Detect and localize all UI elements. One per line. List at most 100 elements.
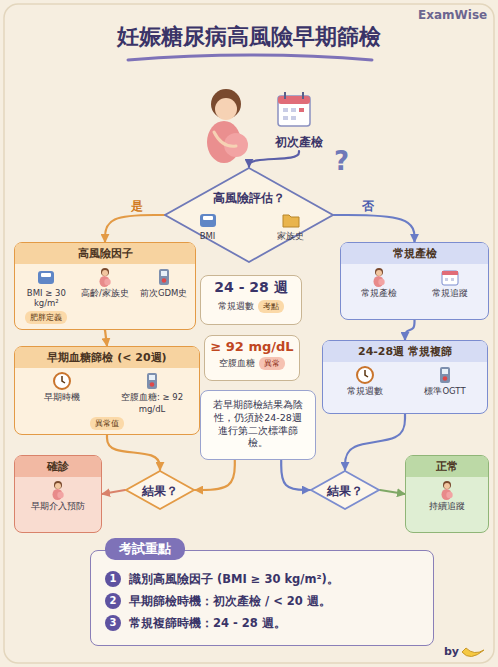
woman-icon <box>437 480 457 500</box>
text-cell: 早期時機 <box>19 371 105 404</box>
node-content: 高風險因子BMI ≥ 30 kg/m²高齡/家族史前次GDM史肥胖定義 <box>15 243 195 328</box>
text-cell: 家族史 <box>251 210 330 243</box>
scale-icon-part <box>41 273 51 277</box>
woman-icon-part <box>55 483 61 489</box>
node-text: 24 - 28 週 <box>214 279 287 297</box>
text-row: 早期介入預防 <box>15 480 101 513</box>
flow-arrow <box>249 151 299 167</box>
woman-icon <box>95 267 115 287</box>
drop-icon-part <box>442 369 448 374</box>
node-text: 結果？ <box>327 483 363 500</box>
calendar-ring <box>284 92 286 99</box>
flow-arrow <box>102 490 125 494</box>
text-row: 異常值 <box>15 417 199 430</box>
text-cell: 3 <box>105 615 121 631</box>
text-cell: 結果？ <box>142 483 178 500</box>
node-text: 前次GDM史 <box>140 288 187 300</box>
text-cell: 識別高風險因子 (BMI ≥ 30 kg/m²)。 <box>129 572 339 587</box>
flow-arrow <box>105 215 164 242</box>
doc-icon <box>281 210 301 230</box>
drop-icon-part <box>440 367 450 383</box>
flow-arrow <box>105 330 107 346</box>
woman-icon <box>48 480 68 500</box>
text-cell: 持續追蹤 <box>429 480 465 513</box>
glucose-box: ≥ 92 mg/dL 空腹血糖異常 <box>204 335 300 381</box>
callout-number: 1 <box>105 571 121 587</box>
box-heading: 24-28週 常規複篩 <box>358 344 452 359</box>
woman-hair <box>211 89 241 119</box>
box-heading: 確診 <box>47 459 69 474</box>
clock-icon-part <box>365 370 368 377</box>
text-cell: 異常 <box>259 357 285 370</box>
woman-icon <box>369 267 389 287</box>
title-underline <box>128 55 372 60</box>
flow-arrow <box>334 215 415 242</box>
node-content: 若早期篩檢結果為陰性，仍須於24-28週進行第二次標準篩檢。 <box>201 391 315 459</box>
text-cell: 2 <box>105 593 121 609</box>
text-row: 常規產檢 <box>341 243 488 264</box>
text-row: 高風險因子 <box>15 243 195 264</box>
cal-icon-part <box>451 278 454 281</box>
text-row: 空腹血糖異常 <box>205 357 299 370</box>
callout-number: 3 <box>105 615 121 631</box>
node-content: 確診早期介入預防 <box>15 456 101 517</box>
text-cell: 空腹血糖: ≥ 92 mg/dL <box>109 371 195 414</box>
box-heading: 早期血糖篩檢 (< 20週) <box>47 350 166 365</box>
text-cell: 正常 <box>436 459 458 474</box>
node-text: 常規週數 <box>347 386 383 398</box>
node-text: 常規週數 <box>218 301 254 313</box>
drop-icon <box>142 371 162 391</box>
text-cell: 24 - 28 週 <box>214 279 287 297</box>
text-row: 早期血糖篩檢 (< 20週) <box>15 347 199 368</box>
text-row: 常規週數 標準OGTT <box>323 365 487 398</box>
text-row: 結果？ <box>125 483 195 500</box>
flow-arrow <box>345 414 405 470</box>
node-text: BMI <box>200 231 216 241</box>
text-cell: 高風險因子 <box>78 246 133 261</box>
node-text: BMI ≥ 30 kg/m² <box>19 288 74 308</box>
node-content: 正常持續追蹤 <box>406 456 488 517</box>
node-content: 結果？ <box>125 470 195 510</box>
node-text: 若早期篩檢結果為陰性，仍須於24-28週進行第二次標準篩檢。 <box>205 394 311 455</box>
tag-pill: 肥胖定義 <box>25 311 67 324</box>
drop-icon <box>154 267 174 287</box>
text-row: 高風險評估？ <box>164 190 334 207</box>
text-cell: 常規追蹤 <box>417 267 485 300</box>
node-text: 早期篩檢時機：初次產檢 / < 20 週。 <box>129 594 331 609</box>
diamond-shape <box>311 471 379 509</box>
calendar-cell <box>283 108 288 112</box>
text-row: ≥ 92 mg/dL <box>205 339 299 354</box>
drop-icon-part <box>161 271 167 276</box>
node-text: 常規追蹤 <box>432 288 468 300</box>
drop-icon-part <box>443 376 448 381</box>
edge-label: 否 <box>360 199 376 213</box>
drop-icon-part <box>147 373 157 389</box>
text-row: 常規週數考點 <box>201 300 301 313</box>
clock-icon-part <box>62 376 65 383</box>
credit-text: by <box>444 645 459 658</box>
node-text: 標準OGTT <box>424 386 465 398</box>
cal-icon-part <box>442 271 458 275</box>
text-cell: 考點 <box>258 300 284 313</box>
doc-icon-part <box>283 215 299 227</box>
drop-icon-part <box>159 269 169 285</box>
text-cell: 異常值 <box>90 417 124 430</box>
node-text: 常規複篩時機：24 - 28 週。 <box>129 616 286 631</box>
text-cell: BMI ≥ 30 kg/m² <box>19 267 74 308</box>
box-heading: 常規產檢 <box>393 246 437 261</box>
callout-number: 2 <box>105 593 121 609</box>
calendar-icon <box>278 96 310 126</box>
diamond-shape <box>126 471 194 509</box>
woman-icon-part <box>375 268 383 276</box>
routine-box: 常規產檢常規產檢常規追蹤 <box>340 242 489 320</box>
box-heading: 高風險因子 <box>78 246 133 261</box>
text-cell: 1 <box>105 571 121 587</box>
node-text: 家族史 <box>277 231 304 243</box>
node-content: 早期血糖篩檢 (< 20週) 早期時機空腹血糖: ≥ 92 mg/dL 異常值 <box>15 347 199 434</box>
card-frame <box>4 4 494 663</box>
question-mark: ? <box>334 146 349 176</box>
text-row: 正常 <box>406 456 488 477</box>
node-text: 持續追蹤 <box>429 501 465 513</box>
text-cell: 常規週數 <box>327 365 403 398</box>
node-text: 空腹血糖 <box>219 358 255 370</box>
